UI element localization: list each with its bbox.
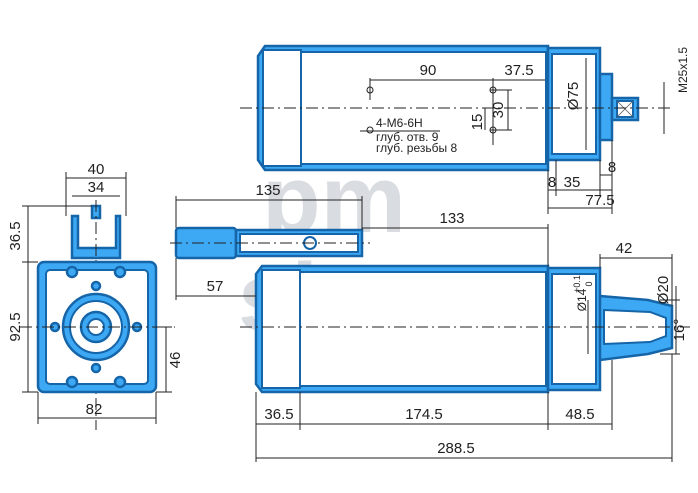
dim-16-deg: 16° [671, 319, 688, 342]
side-view-end-cap [261, 269, 301, 389]
hole-spec: 4-M6-6H [376, 116, 423, 130]
side-view: 135 133 57 42 Ø20 16° Ø14 +0.1 0 36.5 17… [170, 182, 690, 462]
dim-diameter-75: Ø75 [565, 82, 582, 110]
dim-133: 133 [439, 210, 464, 227]
dim-288-5: 288.5 [437, 440, 475, 457]
dim-36-5: 36.5 [7, 221, 24, 250]
dim-135: 135 [255, 182, 280, 199]
dim-14-tol-lower: 0 [584, 281, 594, 286]
dim-46: 46 [167, 352, 184, 369]
dim-82: 82 [86, 401, 103, 418]
dim-30: 30 [490, 102, 507, 119]
side-view-housing [299, 271, 547, 387]
dim-15: 15 [469, 114, 486, 131]
thread-depth: глуб. резьбы 8 [376, 141, 457, 155]
dim-35: 35 [564, 174, 581, 191]
end-view: 40 34 36.5 92.5 46 82 [7, 161, 184, 430]
hole-depth: глуб. отв. 9 [376, 130, 439, 144]
dim-diameter-20: Ø20 [655, 276, 672, 304]
dim-40: 40 [88, 161, 105, 178]
dim-48-5: 48.5 [565, 406, 594, 423]
dim-34: 34 [88, 179, 105, 196]
dim-57: 57 [207, 278, 224, 295]
dim-77-5: 77.5 [585, 192, 614, 209]
side-view-collet-bore [603, 308, 667, 346]
dim-174-5: 174.5 [405, 406, 443, 423]
dim-8-right: 8 [608, 159, 616, 176]
side-view-cable-gland [174, 226, 238, 260]
dim-side-36-5: 36.5 [264, 406, 293, 423]
dim-8-left: 8 [548, 174, 556, 191]
dim-14-tol-upper: +0.1 [572, 275, 582, 293]
dim-diameter-14: Ø14 [575, 288, 589, 311]
dim-thread-m25: M25x1.5 [676, 47, 690, 93]
dim-90: 90 [420, 62, 437, 79]
dim-42: 42 [616, 240, 633, 257]
top-view-flange-face [551, 53, 597, 155]
side-view-flange-face [551, 273, 597, 385]
top-view: 90 37.5 Ø75 M25x1.5 30 15 4-M6-6H глуб. … [240, 44, 690, 214]
dim-37-5: 37.5 [504, 62, 533, 79]
dim-92-5: 92.5 [7, 312, 24, 341]
top-view-collar [598, 72, 614, 142]
